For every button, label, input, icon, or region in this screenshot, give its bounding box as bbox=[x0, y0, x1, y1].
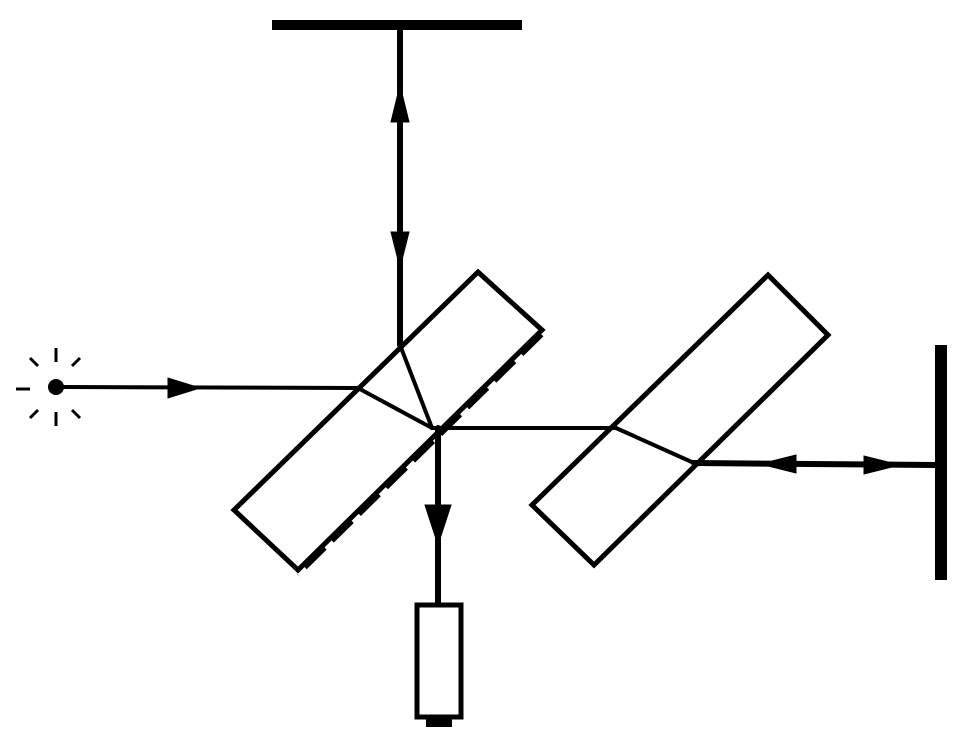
horizontal-beam-to-compensator bbox=[430, 426, 696, 465]
beam-splitter-plate bbox=[230, 268, 546, 577]
vertical-beam-top bbox=[390, 27, 410, 348]
right-arrowhead bbox=[863, 455, 901, 475]
output-beam bbox=[424, 425, 452, 608]
down-arrowhead bbox=[390, 231, 410, 269]
incoming-beam bbox=[62, 377, 360, 399]
compensator-plate bbox=[528, 271, 832, 569]
beam-to-right-mirror bbox=[691, 454, 938, 475]
output-arrowhead bbox=[424, 504, 452, 547]
up-arrowhead bbox=[390, 84, 410, 123]
right-mirror bbox=[935, 345, 947, 580]
incoming-arrowhead bbox=[167, 377, 202, 399]
light-source-icon bbox=[16, 348, 82, 426]
left-arrowhead bbox=[759, 454, 797, 474]
beam-splitter-coating bbox=[296, 333, 544, 577]
detector-icon bbox=[414, 602, 464, 727]
beam-splitter-internal-paths bbox=[356, 343, 434, 430]
top-mirror bbox=[272, 20, 522, 30]
